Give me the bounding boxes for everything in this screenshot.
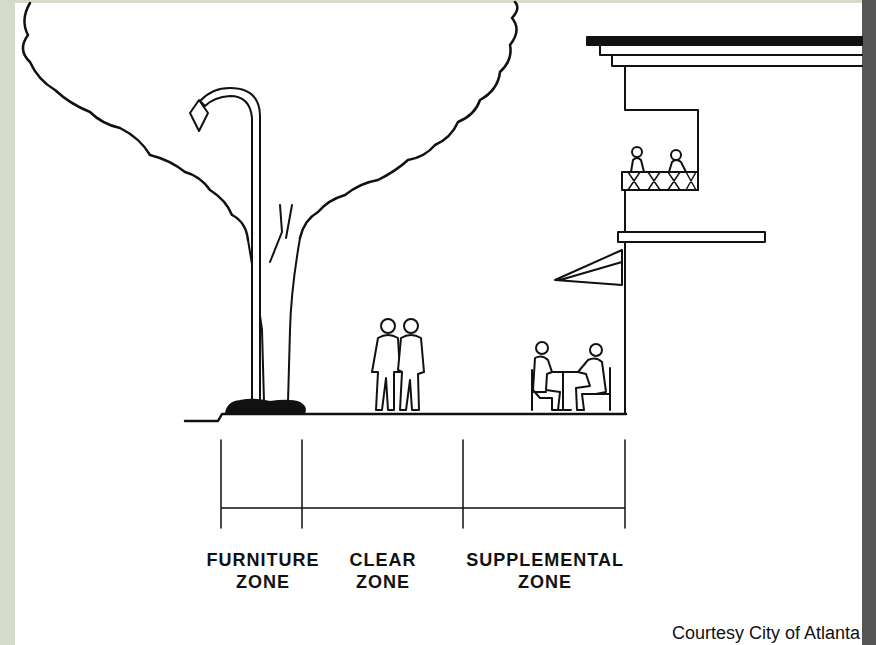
zone-label: FURNITURE ZONE [207, 549, 320, 593]
chair [596, 368, 610, 410]
cornice [587, 37, 862, 45]
tree-canopy [300, 2, 517, 238]
pedestrian [404, 319, 418, 333]
diner [533, 356, 560, 410]
pedestrian [381, 319, 395, 333]
tree-branch [286, 205, 292, 238]
lamp-head [190, 100, 208, 131]
person [632, 147, 642, 157]
cornice [600, 45, 862, 66]
balcony-railing [622, 172, 698, 190]
person [669, 160, 686, 172]
balcony-railing [628, 172, 696, 190]
diner [536, 342, 548, 354]
diner [590, 344, 602, 356]
ground-line [185, 414, 626, 421]
lamp-post [200, 88, 260, 404]
zone-label: SUPPLEMENTAL ZONE [466, 549, 623, 593]
floor-slab [618, 232, 765, 242]
tree-grate [226, 400, 305, 413]
pedestrian [398, 335, 424, 410]
diner [576, 358, 606, 410]
zone-label: CLEAR ZONE [350, 549, 417, 593]
person [671, 150, 681, 160]
chair [532, 370, 546, 410]
tree-canopy [23, 3, 248, 240]
dimension-line [221, 440, 625, 528]
credit-note: Courtesy City of Atlanta [672, 622, 860, 644]
awning [555, 250, 622, 285]
tree-branch [270, 205, 282, 262]
person [631, 158, 644, 172]
white-panel [15, 3, 862, 645]
tree-trunk [288, 238, 300, 402]
pedestrian [372, 335, 400, 410]
side-strip [862, 0, 876, 645]
